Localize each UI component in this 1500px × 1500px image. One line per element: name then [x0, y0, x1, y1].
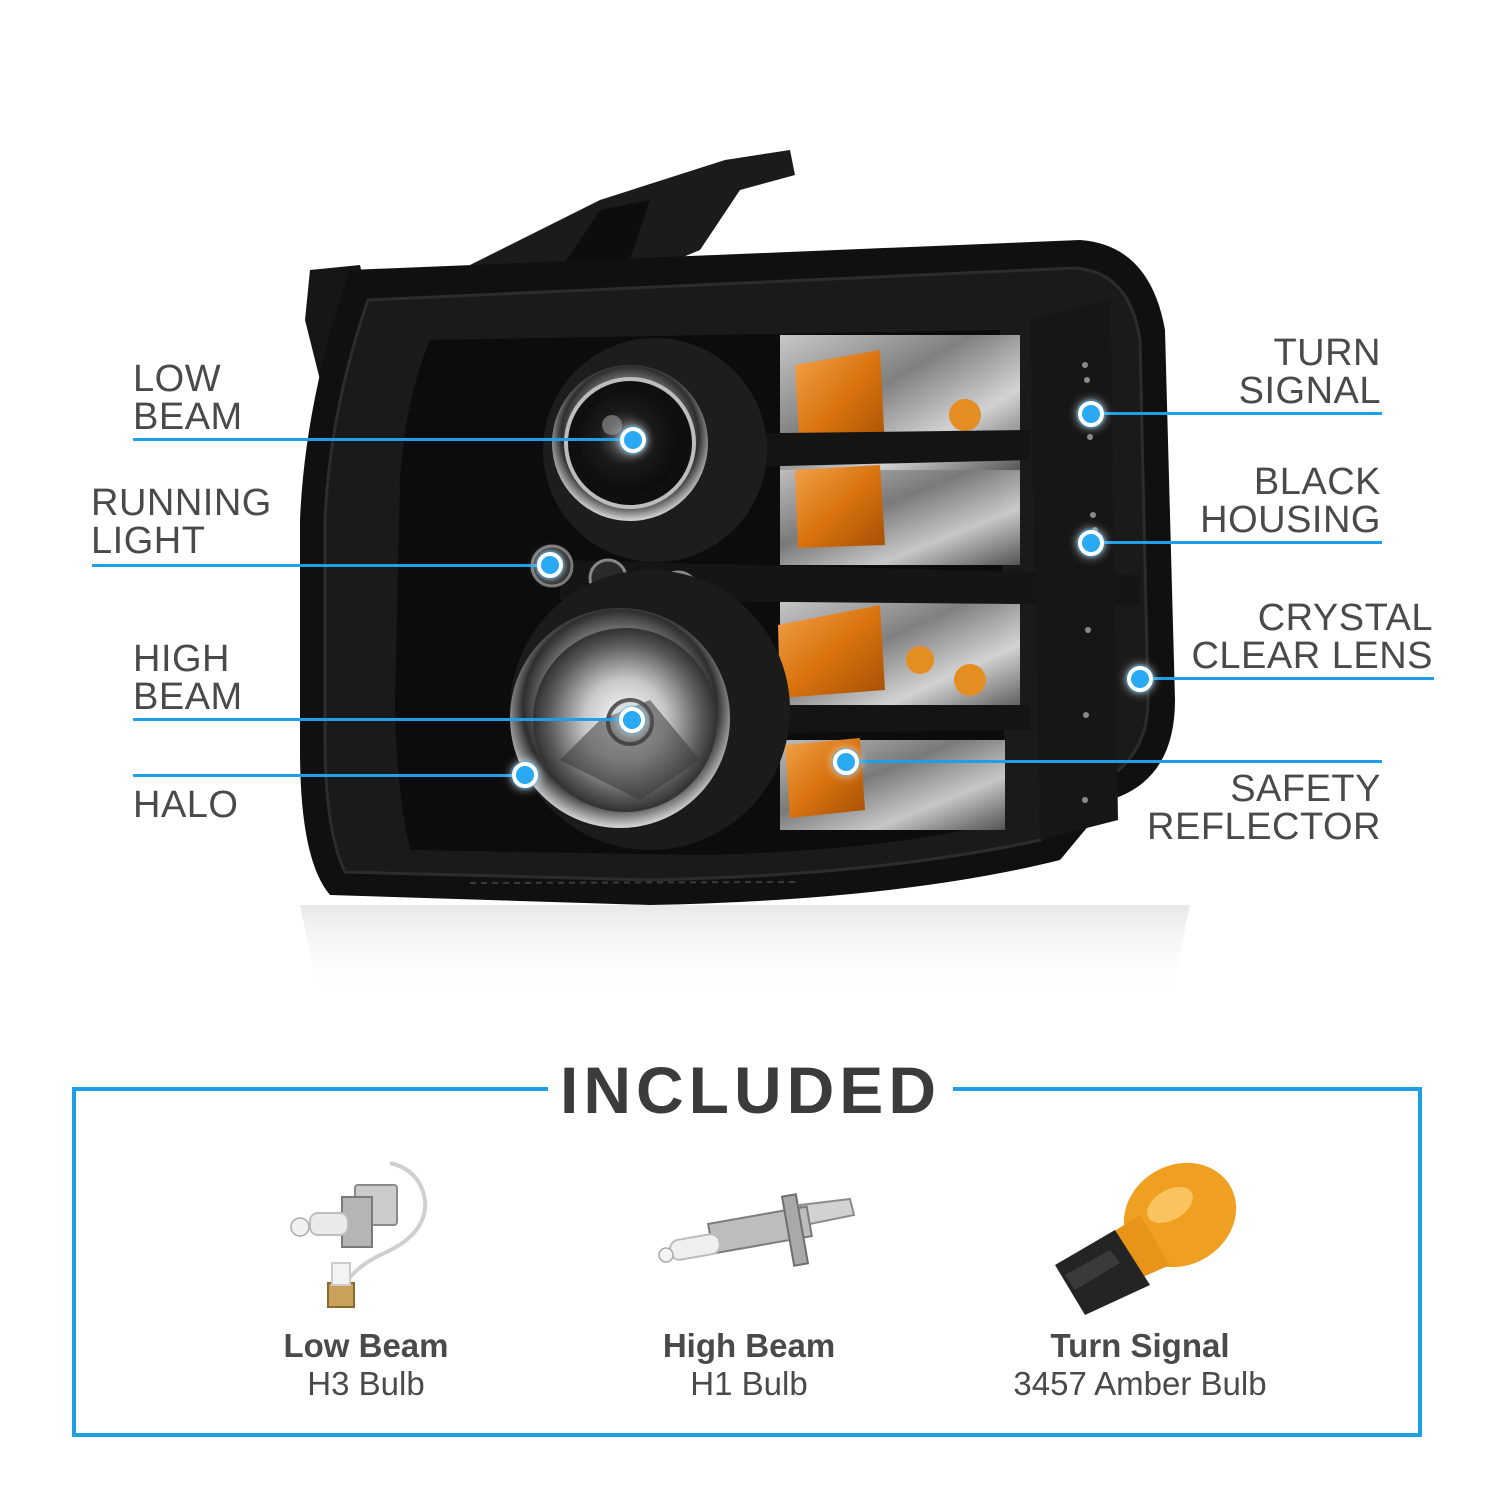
safety-reflector-dot	[833, 749, 859, 775]
low-beam-dot	[620, 427, 646, 453]
crystal-clear-lens-line	[1140, 677, 1434, 680]
turn-signal-bulb-name: Turn Signal	[1050, 1327, 1230, 1364]
headlight-illustration	[300, 150, 1190, 1000]
high-beam-bulb-name: High Beam	[662, 1327, 836, 1364]
running-light-dot	[537, 552, 563, 578]
running-light-line	[92, 564, 546, 567]
high-beam-bulb-type: H1 Bulb	[690, 1365, 808, 1402]
halo-dot	[512, 762, 538, 788]
included-title-gap	[548, 1070, 953, 1110]
amber-bulb-image	[1055, 1162, 1237, 1315]
crystal-clear-lens-dot	[1127, 666, 1153, 692]
low-beam-bulb-name: Low Beam	[283, 1327, 449, 1364]
turn-signal-dot	[1078, 401, 1104, 427]
h1-bulb-image	[658, 1193, 856, 1267]
low-beam-bulb-type: H3 Bulb	[307, 1365, 425, 1402]
high-beam-dot	[619, 707, 645, 733]
safety-reflector-line	[846, 760, 1382, 763]
black-housing-dot	[1078, 530, 1104, 556]
halo-line	[133, 774, 523, 777]
halo-label: HALO	[133, 784, 239, 826]
high-beam-line	[133, 718, 628, 721]
black-housing-line	[1090, 541, 1382, 544]
turn-signal-bulb-type: 3457 Amber Bulb	[1013, 1365, 1267, 1402]
low-beam-line	[133, 438, 631, 441]
turn-signal-line	[1093, 412, 1382, 415]
h3-bulb-image	[290, 1161, 428, 1308]
included-title: INCLUDED	[560, 1053, 941, 1127]
